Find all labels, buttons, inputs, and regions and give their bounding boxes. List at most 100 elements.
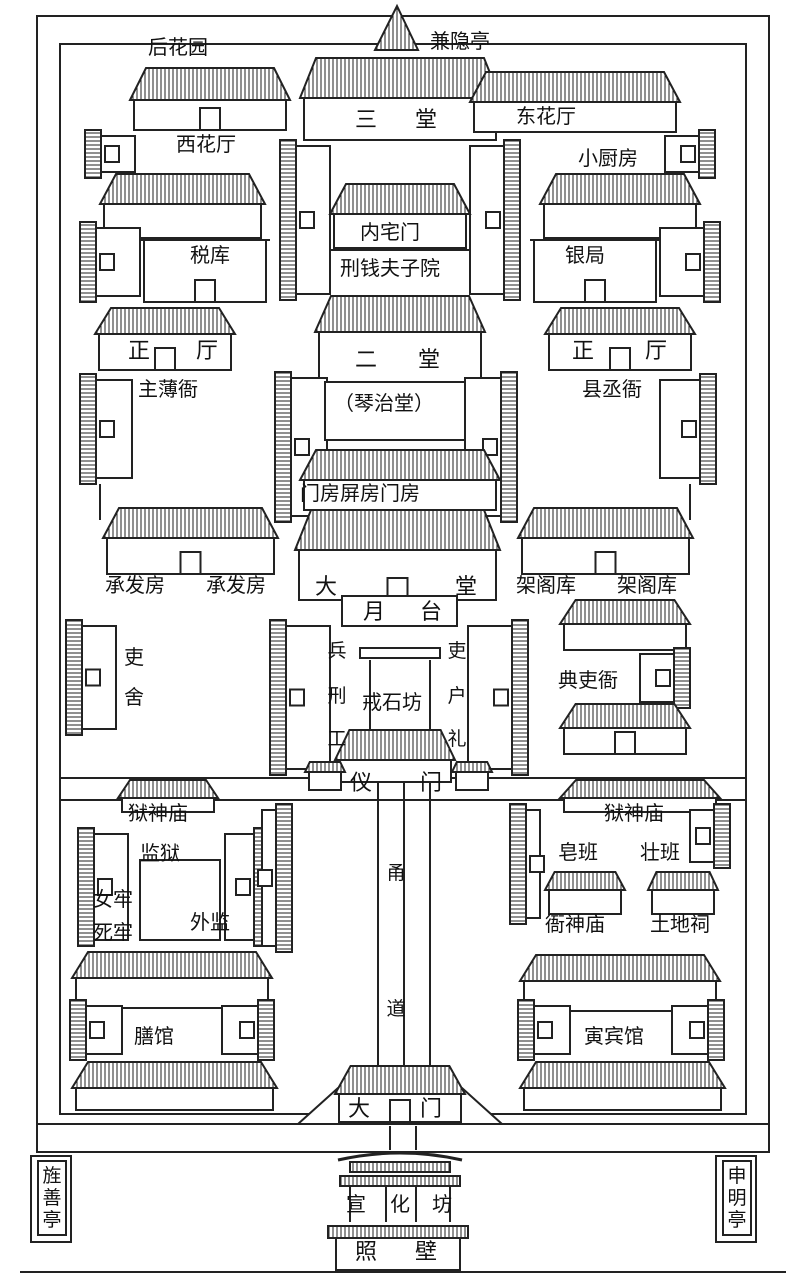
chengfafang-hall-roof <box>101 507 280 539</box>
yushenmiao-left-body <box>121 797 215 813</box>
shanguan-wing-left <box>69 999 123 1061</box>
jianyinting-pavilion <box>373 3 420 51</box>
houhuayuan-hall-door <box>199 107 221 131</box>
label-menfangpingfang: 门房屏房门房 <box>300 481 420 505</box>
zhaobi-roof <box>327 1225 469 1239</box>
label-zhengting-right-2: 厅 <box>645 339 668 364</box>
santang-hall-roof <box>298 57 502 99</box>
zhubuya-wing-roof <box>79 373 97 485</box>
waijian-block <box>139 859 221 941</box>
bingxinggong-wing-roof <box>269 619 287 776</box>
label-yashenmiao: 衙神庙 <box>545 912 605 936</box>
label-yushenmiao-right: 狱神庙 <box>604 801 664 825</box>
label-shenmingting: 申明亭 <box>722 1160 752 1236</box>
dianliya-bottom-roof <box>558 703 692 729</box>
shanguan-wing-left-roof <box>69 999 87 1061</box>
ertang-wing-left-window <box>294 438 310 456</box>
tudici-hall-body <box>651 889 715 915</box>
label-jieshifang: 戒石坊 <box>362 690 422 714</box>
label-waijian: 外监 <box>190 910 230 934</box>
label-yongdao-1: 甬 <box>386 862 406 884</box>
zhubuya-wing-window <box>99 420 115 438</box>
fuziyuan-wing-left <box>279 139 331 301</box>
label-li-1: 吏 <box>447 640 467 662</box>
pavilion-left-box <box>30 1155 72 1243</box>
yinbinguan-wing-right-roof <box>707 999 725 1061</box>
label-zhengting-left-1: 正 <box>128 339 151 364</box>
label-lishe-2: 舍 <box>124 685 144 709</box>
prison-outer-wing <box>257 803 293 953</box>
shuiku-front <box>98 173 267 239</box>
zhuangban-wing-roof <box>713 803 731 869</box>
yuetai-platform <box>341 595 458 627</box>
dianliya-bottom <box>558 703 692 755</box>
donghuating-hall-roof <box>468 71 682 103</box>
jieshifang-top <box>359 647 441 659</box>
qinzhitang-box <box>324 381 466 441</box>
label-zhengting-left-2: 厅 <box>196 339 219 364</box>
xianchengya-wing-window <box>681 420 697 438</box>
ertang-hall-roof <box>313 295 487 333</box>
shuiku-wing <box>79 221 141 303</box>
shanguan-wing-right-roof <box>257 999 275 1061</box>
label-jianyu: 监狱 <box>140 841 180 865</box>
shanguan-bottom <box>70 1061 279 1111</box>
label-zhuangban: 壮班 <box>640 840 680 864</box>
label-jingshanting: 旌善亭 <box>37 1160 67 1236</box>
zhuangban-wing-window <box>695 827 711 845</box>
shanguan-top-body <box>75 977 269 1009</box>
zhengting-left <box>93 307 237 371</box>
label-xing: 刑 <box>327 685 347 707</box>
yushenmiao-right <box>557 779 723 813</box>
prison-wing-left-roof <box>77 827 95 947</box>
label-yimen-2: 门 <box>420 771 443 796</box>
fuziyuan-wing-right-window <box>485 211 501 229</box>
lishe-wing-roof <box>65 619 83 736</box>
yinju-front-roof <box>538 173 702 205</box>
label-xuanhuafang-2: 化 <box>390 1192 410 1216</box>
menfang-hall-roof <box>298 449 502 481</box>
donghuating-hall-body <box>473 101 677 133</box>
yinbinguan-wing-left <box>517 999 571 1061</box>
label-ertang-2: 堂 <box>418 348 441 373</box>
shuiku-wing-roof <box>79 221 97 303</box>
ertang-hall <box>313 295 487 383</box>
yimen-hall-roof <box>333 729 457 761</box>
label-li-2: 礼 <box>447 728 467 750</box>
zhuangban-wing <box>689 803 731 869</box>
yashenmiao-hall <box>543 871 627 915</box>
label-dianliya: 典吏衙 <box>558 668 618 692</box>
dianliya-wing-roof <box>673 647 691 709</box>
label-santang-1: 三 <box>355 108 378 133</box>
shanguan-wing-right-window <box>239 1021 255 1039</box>
label-qinzhitang: （琴治堂） <box>334 391 434 415</box>
shanguan-bottom-roof <box>70 1061 279 1089</box>
shanguan-top-roof <box>70 951 274 979</box>
chengfafang-hall-door <box>179 551 202 575</box>
yushenmiao-right-roof <box>557 779 723 799</box>
label-xiaochufang: 小厨房 <box>578 146 638 170</box>
label-tudici: 土地祠 <box>650 912 710 936</box>
label-yinju: 银局 <box>565 243 605 267</box>
jiageku-hall-roof <box>516 507 695 539</box>
dianliya-top <box>558 599 692 651</box>
yushenmiao-left-roof <box>116 779 220 799</box>
label-datang-1: 大 <box>315 575 338 600</box>
tudici-hall-roof <box>646 871 720 891</box>
label-lishe-1: 吏 <box>124 645 144 669</box>
yinbinguan-bottom-roof <box>518 1061 727 1089</box>
label-ertang-1: 二 <box>355 348 378 373</box>
label-zaoban: 皂班 <box>558 840 598 864</box>
label-houhuayuan: 后花园 <box>148 35 208 59</box>
yinbinguan-wing-left-window <box>537 1021 553 1039</box>
ertang-wing-left-roof <box>274 371 292 523</box>
yashenmiao-hall-roof <box>543 871 627 891</box>
yashenmiao-hall-body <box>548 889 622 915</box>
label-silao: 死牢 <box>93 920 133 944</box>
xiaochufang-wing-window <box>680 145 696 163</box>
neizhaimen-hall-roof <box>328 183 472 215</box>
santang-hall-body <box>303 97 497 141</box>
label-datang-2: 堂 <box>455 575 478 600</box>
label-xuanhuafang-1: 宣 <box>346 1192 366 1216</box>
xiaochufang-wing-roof <box>698 129 716 179</box>
